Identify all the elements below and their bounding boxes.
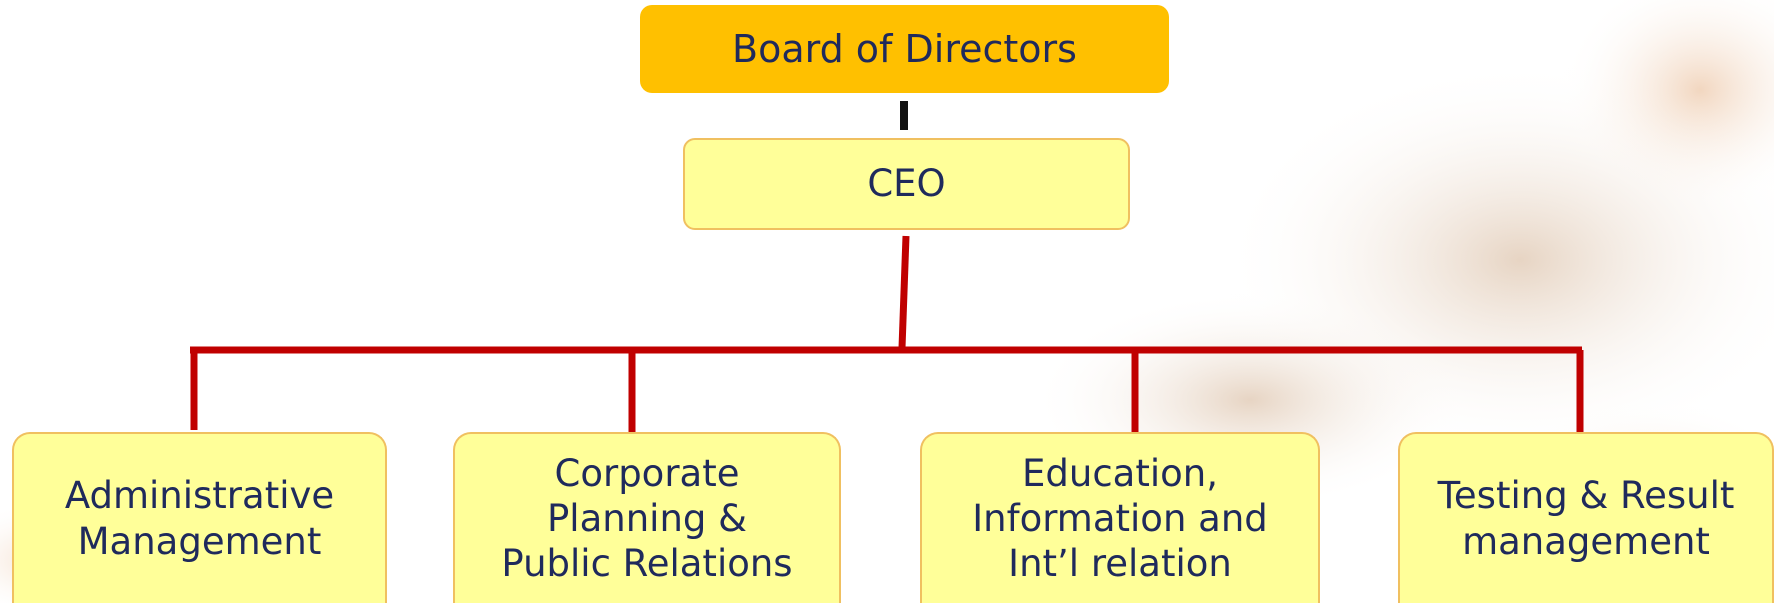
dept-label: Corporate Planning & Public Relations bbox=[501, 451, 793, 586]
board-of-directors-node: Board of Directors bbox=[640, 5, 1169, 93]
ceo-label: CEO bbox=[867, 162, 946, 206]
dept-label: Education, Information and Int’l relatio… bbox=[972, 451, 1268, 586]
dept-corporate-planning-node: Corporate Planning & Public Relations bbox=[453, 432, 841, 603]
board-of-directors-label: Board of Directors bbox=[732, 26, 1077, 71]
dept-education-information-node: Education, Information and Int’l relatio… bbox=[920, 432, 1320, 603]
dept-label: Administrative Management bbox=[64, 474, 335, 563]
ceo-node: CEO bbox=[683, 138, 1130, 230]
dept-administrative-management-node: Administrative Management bbox=[12, 432, 387, 603]
dept-label: Testing & Result management bbox=[1437, 474, 1735, 563]
ceo-trunk-connector bbox=[898, 235, 910, 349]
dept-testing-result-node: Testing & Result management bbox=[1398, 432, 1774, 603]
